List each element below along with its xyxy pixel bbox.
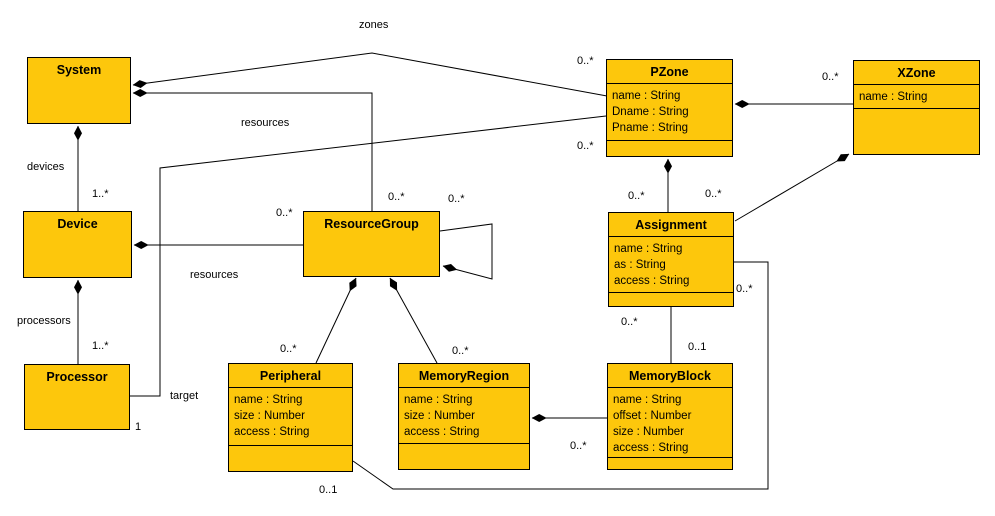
class-title: XZone [854,61,979,85]
label-target: target [170,390,199,402]
class-attribute: size : Number [234,410,305,422]
multiplicity-label: 0..* [705,188,722,200]
class-attribute: access : String [234,426,310,438]
operations-compartment [607,141,732,156]
multiplicity-label: 1..* [92,340,109,352]
class-attribute: Dname : String [612,106,689,118]
class-attribute: name : String [614,243,683,255]
multiplicity-label: 0..* [628,190,645,202]
multiplicity-label: 0..* [822,71,839,83]
edge-system-zones [132,52,608,97]
class-attribute: offset : Number [613,410,692,422]
class-memoryblock: MemoryBlock name : String offset : Numbe… [607,363,733,470]
attributes-compartment: name : String Dname : String Pname : Str… [607,84,732,141]
operations-compartment [854,109,979,154]
multiplicity-label: 1 [135,421,142,433]
class-title: MemoryRegion [399,364,529,388]
class-attribute: size : Number [404,410,475,422]
multiplicity-label: 0..* [448,193,465,205]
multiplicity-label: 0..* [621,316,638,328]
edge-system-resources [132,89,373,211]
operations-compartment [609,293,733,306]
class-attribute: name : String [612,90,681,102]
class-attribute: Pname : String [612,122,689,134]
label-devices: devices [27,161,65,173]
edge-xzone-assignment [734,153,850,222]
class-xzone: XZone name : String [853,60,980,155]
edge-resourcegroup-memoryregion [389,277,438,364]
label-resources-system: resources [241,117,290,129]
multiplicity-label: 0..* [388,191,405,203]
class-resourcegroup: ResourceGroup [303,211,440,277]
operations-compartment [608,458,732,469]
class-title: MemoryBlock [608,364,732,388]
class-assignment: Assignment name : String as : String acc… [608,212,734,307]
class-pzone: PZone name : String Dname : String Pname… [606,59,733,157]
multiplicity-label: 0..* [570,440,587,452]
class-attribute: access : String [614,275,690,287]
label-processors: processors [17,315,71,327]
class-processor: Processor [24,364,130,430]
class-title: Processor [46,370,108,384]
class-attribute: name : String [613,394,682,406]
operations-compartment [399,444,529,469]
multiplicity-label: 0..* [452,345,469,357]
class-attribute: name : String [404,394,473,406]
multiplicity-label: 0..* [577,140,594,152]
class-title: PZone [607,60,732,84]
label-zones: zones [359,19,389,31]
multiplicity-label: 0..* [736,283,753,295]
class-attribute: access : String [613,442,689,454]
multiplicity-label: 0..* [577,55,594,67]
multiplicity-label: 0..1 [319,484,338,496]
attributes-compartment: name : String [854,85,979,109]
attributes-compartment: name : String size : Number access : Str… [399,388,529,444]
label-resources-device: resources [190,269,239,281]
class-title: Assignment [609,213,733,237]
class-system: System [27,57,131,124]
class-attribute: size : Number [613,426,684,438]
attributes-compartment: name : String size : Number access : Str… [229,388,352,446]
class-peripheral: Peripheral name : String size : Number a… [228,363,353,472]
class-attribute: as : String [614,259,666,271]
multiplicity-label: 0..1 [688,341,707,353]
attributes-compartment: name : String offset : Number size : Num… [608,388,732,458]
edge-resourcegroup-peripheral [315,277,357,364]
multiplicity-label: 0..* [276,207,293,219]
class-memoryregion: MemoryRegion name : String size : Number… [398,363,530,470]
edge-assignment-peripheral [352,261,769,490]
multiplicity-label: 0..* [280,343,297,355]
class-attribute: name : String [859,91,928,103]
operations-compartment [229,446,352,471]
attributes-compartment: name : String as : String access : Strin… [609,237,733,293]
class-attribute: access : String [404,426,480,438]
class-title: ResourceGroup [324,217,419,231]
class-title: System [56,63,102,77]
multiplicity-label: 1..* [92,188,109,200]
class-title: Peripheral [229,364,352,388]
class-title: Device [57,217,98,231]
edge-processor-target [130,115,607,397]
edge-resourcegroup-self [439,223,493,280]
class-attribute: name : String [234,394,303,406]
class-device: Device [23,211,132,278]
